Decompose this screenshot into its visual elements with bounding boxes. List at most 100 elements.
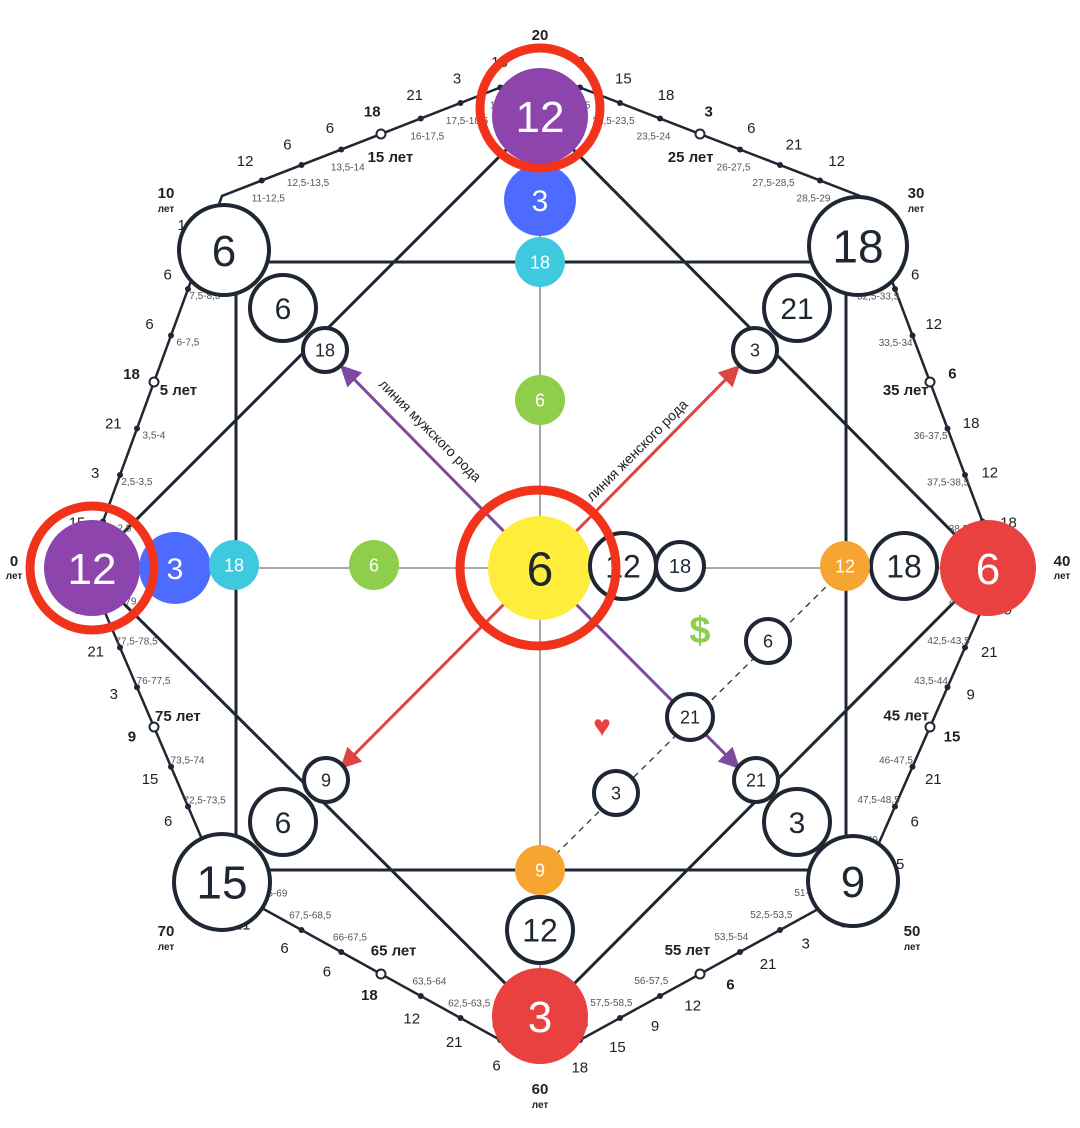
age-energy-number: 12 xyxy=(925,316,942,333)
age-range-label: 63,5-64 xyxy=(413,976,447,987)
decade-50: 50 лет xyxy=(904,923,921,953)
node-corner-bl-small: 9 xyxy=(302,756,350,804)
age-range-label: 2,5-3,5 xyxy=(121,477,153,488)
node-corner-tr-inner-value: 21 xyxy=(780,293,813,326)
tick-dot xyxy=(777,162,783,168)
node-top-outer-value: 12 xyxy=(516,93,565,142)
svg-text:лет: лет xyxy=(532,1100,549,1111)
age-range-label: 66-67,5 xyxy=(333,932,367,943)
node-money-1-value: 6 xyxy=(763,631,773,651)
age-range-label: 68,5-69 xyxy=(254,888,288,899)
node-center-right-2-value: 18 xyxy=(669,556,691,578)
age-energy-number: 15 xyxy=(142,771,159,788)
node-top-third-value: 18 xyxy=(530,252,550,272)
svg-text:0: 0 xyxy=(10,553,18,570)
age-midpoint-label: 75 лет xyxy=(155,708,201,725)
age-range-label: 12,5-13,5 xyxy=(287,178,330,189)
svg-text:20: 20 xyxy=(532,27,549,44)
age-range-label: 32,5-33,5 xyxy=(857,291,900,302)
svg-text:лет: лет xyxy=(158,942,175,953)
node-money-1: 6 xyxy=(744,617,792,665)
node-bottom-orange: 9 xyxy=(515,845,565,895)
tick-dot xyxy=(909,332,916,339)
age-energy-number: 12 xyxy=(981,465,998,482)
tick-dot xyxy=(298,162,305,168)
decade-40: 40 лет xyxy=(1054,553,1071,582)
node-corner-tl-value: 6 xyxy=(212,227,236,276)
age-energy-number: 15 xyxy=(615,71,632,88)
age-range-label: 33,5-34 xyxy=(879,338,913,349)
age-energy-number: 6 xyxy=(145,316,153,333)
dollar-symbol: $ xyxy=(689,610,710,652)
tick-dot xyxy=(298,927,305,933)
node-bottom-orange-value: 9 xyxy=(535,860,545,880)
age-range-label: 76-77,5 xyxy=(137,676,171,687)
node-bottom-outer-value: 3 xyxy=(528,993,552,1042)
age-energy-number: 6 xyxy=(726,977,734,994)
svg-text:лет: лет xyxy=(908,204,925,215)
age-energy-number: 12 xyxy=(237,153,254,170)
age-energy-number: 3 xyxy=(453,71,461,88)
node-right-outer: 6 xyxy=(940,520,1036,616)
node-money-2: 3 xyxy=(592,769,640,817)
node-love-arrow: 21 xyxy=(665,692,715,742)
age-energy-number: 18 xyxy=(123,366,140,383)
tick-dot xyxy=(892,803,898,810)
node-left-outer: 12 xyxy=(44,520,140,616)
tick-midpoint xyxy=(924,721,936,733)
decade-30: 30 лет xyxy=(908,185,925,215)
age-range-label: 28,5-29 xyxy=(797,193,831,204)
tick-dot xyxy=(168,763,174,770)
tick-dot xyxy=(892,286,898,292)
age-energy-number: 6 xyxy=(164,813,172,830)
node-corner-br-value: 9 xyxy=(841,858,865,907)
age-range-label: 11-12,5 xyxy=(252,193,286,204)
age-range-label: 62,5-63,5 xyxy=(448,998,491,1009)
age-range-label: 67,5-68,5 xyxy=(289,910,332,921)
svg-text:30: 30 xyxy=(908,185,925,202)
tick-dot xyxy=(338,146,345,153)
node-right-second: 18 xyxy=(869,531,939,601)
age-energy-number: 21 xyxy=(760,956,777,973)
tick-dot xyxy=(737,146,743,153)
age-range-label: 57,5-58,5 xyxy=(590,998,633,1009)
tick-dot xyxy=(944,425,951,432)
age-range-label: 46-47,5 xyxy=(879,755,913,766)
age-energy-number: 18 xyxy=(658,87,675,104)
age-energy-number: 12 xyxy=(684,997,701,1014)
tick-dot xyxy=(134,684,140,691)
node-top-outer: 12 xyxy=(492,68,588,164)
node-top-green-value: 6 xyxy=(535,390,545,410)
node-center-right-2: 18 xyxy=(654,540,706,592)
node-corner-br-inner-value: 3 xyxy=(789,807,806,840)
node-top-second: 3 xyxy=(504,164,576,236)
node-corner-bl: 15 xyxy=(172,832,272,932)
male-line-label: линия мужского рода xyxy=(376,376,485,485)
age-range-label: 16-17,5 xyxy=(410,131,444,142)
tick-dot xyxy=(944,684,951,691)
age-range-label: 42,5-43,5 xyxy=(927,636,970,647)
node-top-third: 18 xyxy=(515,237,565,287)
female-line-label: линия женского рода xyxy=(583,396,691,504)
age-energy-number: 9 xyxy=(128,728,136,745)
node-left-outer-value: 12 xyxy=(68,545,117,594)
age-range-label: 27,5-28,5 xyxy=(752,178,795,189)
node-right-orange-value: 12 xyxy=(835,556,855,576)
age-range-label: 22,5-23,5 xyxy=(592,116,635,127)
age-energy-number: 21 xyxy=(446,1034,463,1051)
svg-text:50: 50 xyxy=(904,923,921,940)
node-left-second: 3 xyxy=(139,532,211,604)
node-right-outer-value: 6 xyxy=(976,545,1000,594)
tick-dot xyxy=(962,644,968,651)
age-midpoint-label: 65 лет xyxy=(371,942,417,959)
node-corner-tr-value: 18 xyxy=(832,221,883,273)
age-range-label: 36-37,5 xyxy=(914,431,948,442)
tick-dot xyxy=(338,949,345,955)
tick-midpoint xyxy=(375,968,387,980)
age-energy-number: 18 xyxy=(963,415,980,432)
age-range-label: 77,5-78,5 xyxy=(115,636,158,647)
tick-dot xyxy=(617,100,623,106)
node-right-second-value: 18 xyxy=(886,549,922,585)
